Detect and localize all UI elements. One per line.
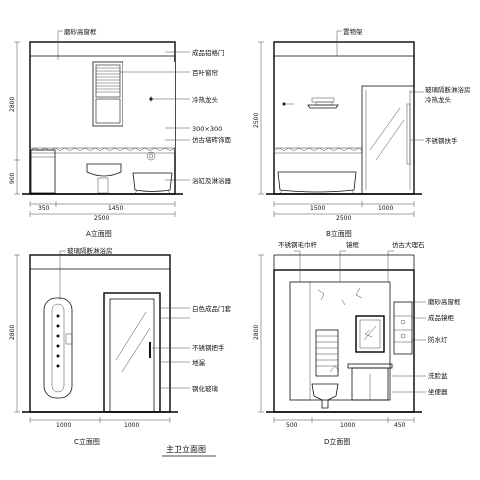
elevation-a: 磨砂高窗框 成品铝格门 百叶窗帘 冷热龙头 300×300 仿古墙砖饰面 浴缸及… <box>9 27 232 238</box>
elevation-d-label-3: 磨砂高窗框 <box>428 297 461 306</box>
elevation-b-dim-h-2: 2500 <box>336 215 351 222</box>
elevation-a-label-2: 百叶窗帘 <box>192 68 219 77</box>
elevation-d: 不锈钢毛巾杆 镜框 仿古大理石 磨砂高窗框 成品镜柜 防水灯 洗脸盆 坐便器 2… <box>253 240 461 446</box>
elevation-a-bathtub-icon <box>132 172 173 192</box>
elevation-c-title: C立面图 <box>74 437 100 446</box>
elevation-b-shower-enclosure <box>361 85 415 195</box>
elevation-d-dim-v-0: 2800 <box>253 325 260 340</box>
elevation-b: 置物架 玻璃隔断淋浴房 冷热龙头 不锈钢扶手 2500 1500 1000 25… <box>253 27 471 238</box>
elevation-d-dim-h-0: 500 <box>286 422 298 429</box>
elevation-a-dim-v-0: 2800 <box>9 97 16 112</box>
elevation-b-dim-v-0: 2500 <box>253 113 260 128</box>
elevation-d-label-7: 坐便器 <box>428 387 448 396</box>
elevation-d-dim-h-2: 450 <box>394 422 406 429</box>
elevation-a-dim-h-1: 1450 <box>108 205 123 212</box>
elevation-c-dim-h-1: 1000 <box>124 422 139 429</box>
elevation-d-label-2: 仿古大理石 <box>392 240 425 249</box>
elevation-a-blinds <box>95 64 121 98</box>
elevation-b-dim-h-1: 1000 <box>378 205 393 212</box>
elevation-a-vertical-dims <box>14 41 20 195</box>
elevation-d-towel-rack-icon <box>315 329 339 377</box>
elevation-a-label-6: 浴缸及淋浴器 <box>192 176 232 185</box>
elevation-d-label-0: 不锈钢毛巾杆 <box>278 240 318 249</box>
elevation-c-label-1: 白色成品门套 <box>192 304 232 313</box>
sheet-title: 主卫立面图 <box>166 444 206 454</box>
elevation-d-wall <box>273 269 415 413</box>
elevation-a-dim-h-0: 350 <box>38 205 50 212</box>
elevation-c-label-3: 地漏 <box>192 358 206 367</box>
elevation-c-label-2: 不锈钢把手 <box>192 343 225 352</box>
elevation-b-shelf-icon <box>307 97 339 109</box>
elevation-a-drain-medallion-icon <box>146 151 156 161</box>
elevation-d-mirror <box>355 315 385 353</box>
elevation-b-label-3: 不锈钢扶手 <box>425 136 458 145</box>
elevation-a-dim-v-1: 900 <box>9 172 16 184</box>
elevation-d-label-6: 洗脸盆 <box>428 371 448 380</box>
elevation-a-title: A立面图 <box>86 229 112 238</box>
elevation-c-label-0: 玻璃隔断淋浴房 <box>67 246 113 255</box>
elevation-c-dim-v-0: 2800 <box>9 325 16 340</box>
elevation-a-ceiling-band <box>29 41 176 57</box>
elevation-a-label-1: 成品铝格门 <box>192 48 225 57</box>
elevation-c: 玻璃隔断淋浴房 白色成品门套 不锈钢把手 地漏 钢化玻璃 2800 1000 1… <box>9 246 232 446</box>
elevation-d-label-1: 镜框 <box>346 240 360 249</box>
elevation-a-basin-icon <box>86 163 122 177</box>
elevation-a-leaders <box>57 30 190 181</box>
elevation-a-label-4: 300×300 <box>192 125 222 133</box>
elevation-b-title: B立面图 <box>326 229 352 238</box>
elevation-a-horizontal-dims <box>29 201 176 217</box>
elevation-b-bathtub-icon <box>277 171 357 193</box>
elevation-b-label-2: 冷热龙头 <box>425 95 452 104</box>
elevation-c-wall <box>29 254 171 413</box>
elevation-d-dim-h-1: 1000 <box>340 422 355 429</box>
elevation-d-marble-panel <box>289 281 391 401</box>
elevation-c-door-frame <box>103 292 161 413</box>
elevation-c-dim-h-0: 1000 <box>56 422 71 429</box>
elevation-a-dim-h-2: 2500 <box>94 215 109 222</box>
elevation-d-label-5: 防水灯 <box>428 335 448 344</box>
elevation-c-door-glass <box>109 298 155 413</box>
elevation-a-vanity-cabinet <box>30 149 56 194</box>
elevation-d-mirror-cabinet <box>393 301 413 355</box>
elevation-c-door-handle-icon <box>149 342 151 358</box>
elevation-c-label-4: 钢化玻璃 <box>192 384 219 393</box>
elevation-b-label-1: 玻璃隔断淋浴房 <box>425 85 471 94</box>
elevation-d-title: D立面图 <box>324 437 350 446</box>
elevation-a-label-3: 冷热龙头 <box>192 95 219 104</box>
elevation-b-dim-h-0: 1500 <box>310 205 325 212</box>
elevation-c-shower-column-icon <box>43 297 73 399</box>
elevation-d-label-4: 成品镜柜 <box>428 313 455 322</box>
elevation-a-label-5: 仿古墙砖饰面 <box>192 135 232 144</box>
elevation-a-label-0: 磨砂高窗框 <box>64 27 97 36</box>
elevation-b-leaders <box>336 30 424 141</box>
elevation-d-toilet-icon <box>311 383 339 409</box>
elevation-b-label-0: 置物架 <box>343 27 363 36</box>
